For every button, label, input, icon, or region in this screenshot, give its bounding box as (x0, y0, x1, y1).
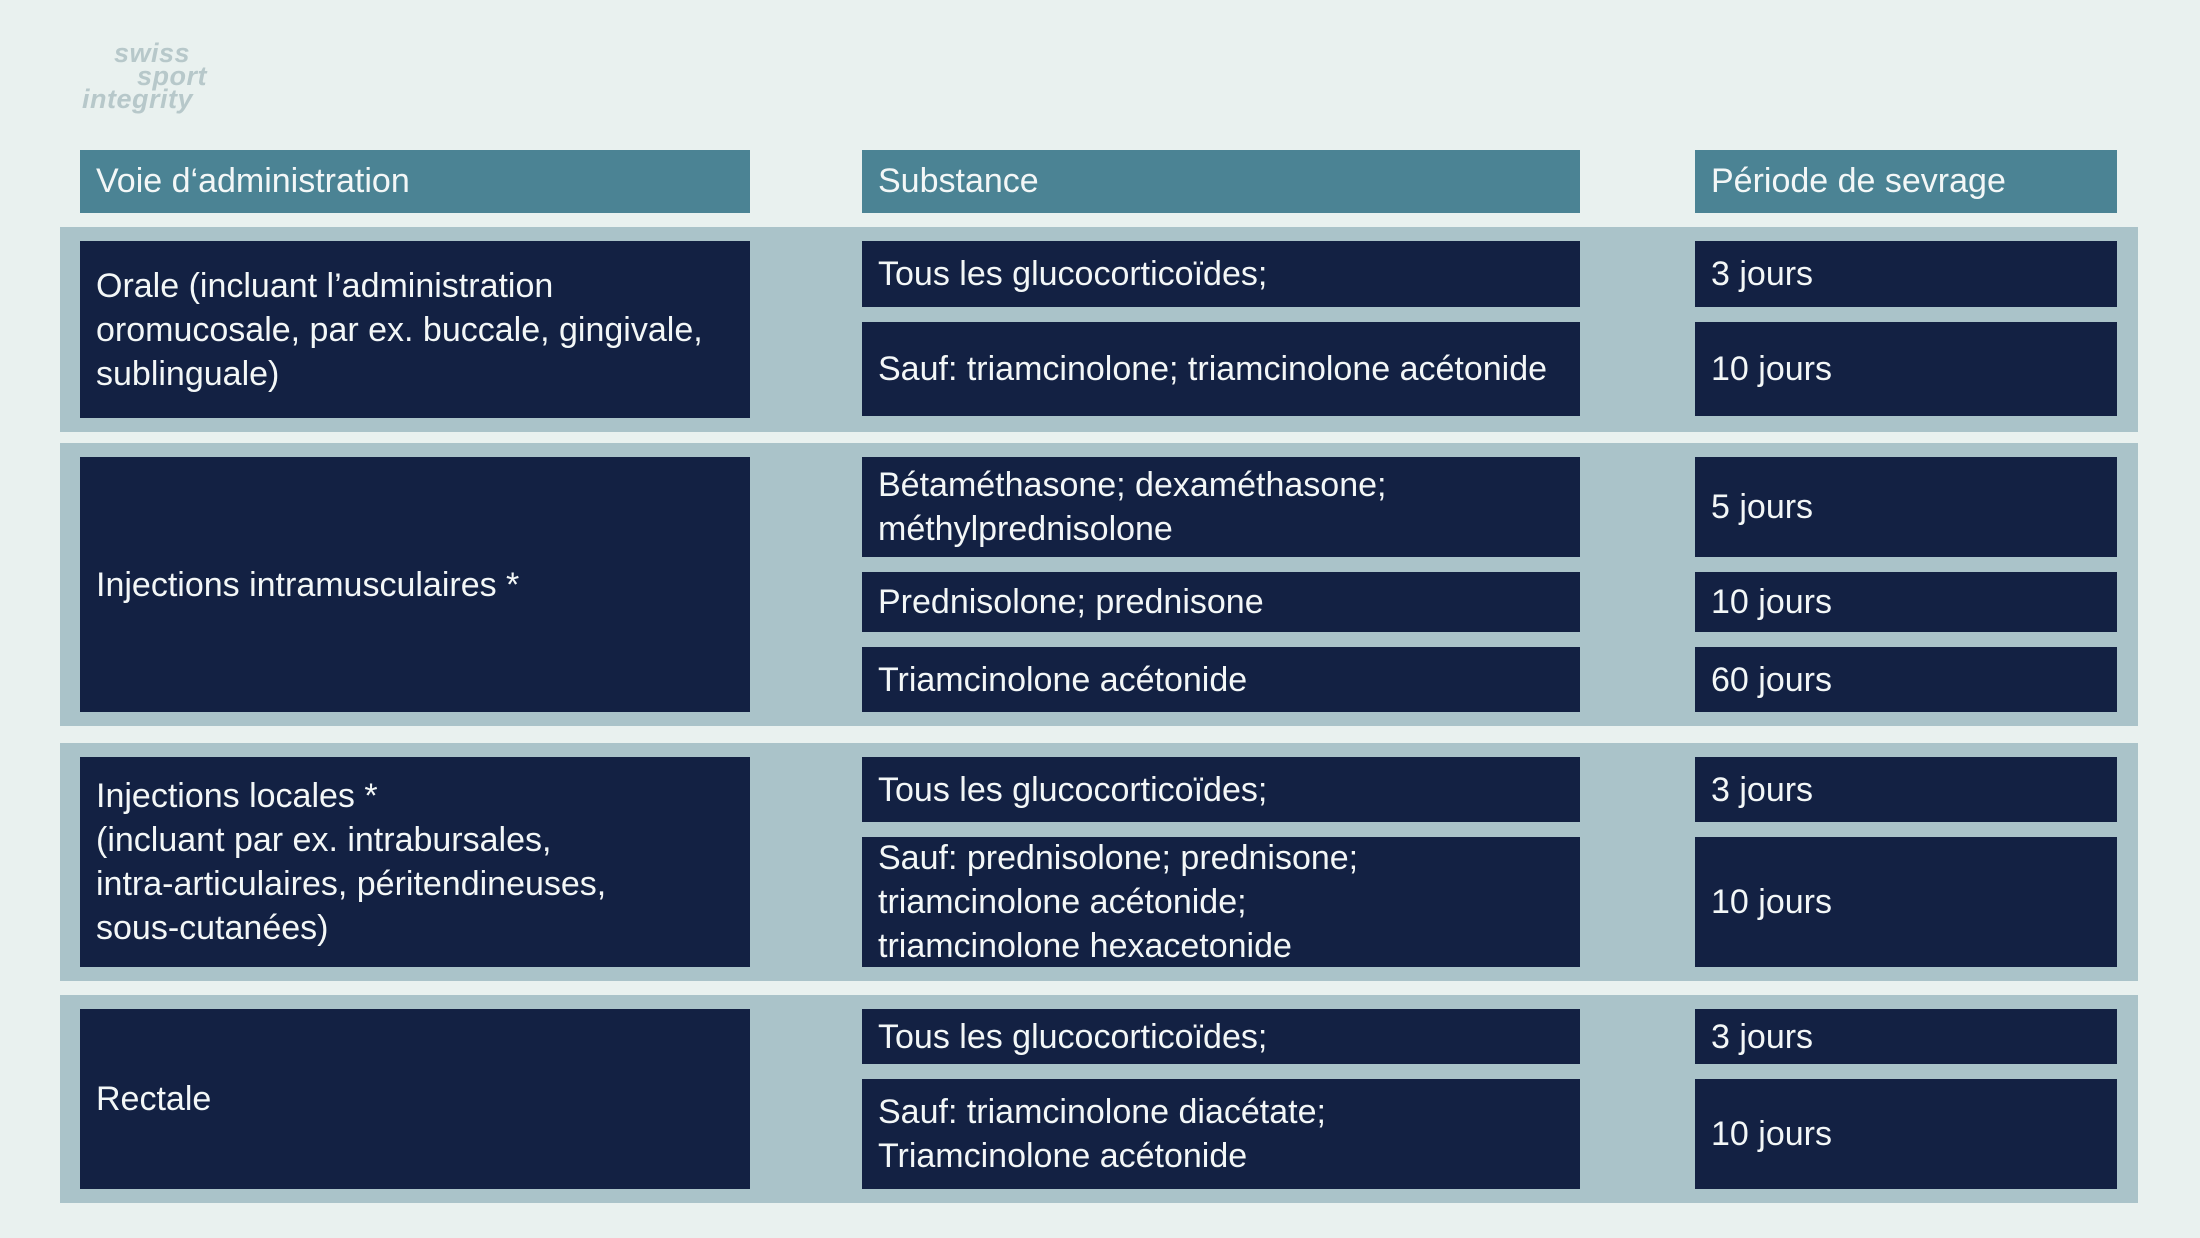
period-column: 5 jours 10 jours 60 jours (1695, 457, 2117, 712)
route-cell: Rectale (80, 1009, 750, 1189)
period-cell: 10 jours (1695, 572, 2117, 632)
substance-cell: Sauf: prednisolone; prednisone; triamcin… (862, 837, 1580, 967)
logo-line: swiss (113, 38, 190, 68)
substance-cell: Prednisolone; prednisone (862, 572, 1580, 632)
substance-column: Tous les glucocorticoïdes; Sauf: triamci… (862, 1009, 1580, 1189)
substance-cell: Tous les glucocorticoïdes; (862, 241, 1580, 307)
period-cell: 60 jours (1695, 647, 2117, 712)
period-cell: 10 jours (1695, 1079, 2117, 1189)
column-header-periode-sevrage: Période de sevrage (1695, 150, 2117, 213)
row-group-injections-locales: Injections locales * (incluant par ex. i… (60, 743, 2138, 981)
substance-column: Tous les glucocorticoïdes; Sauf: prednis… (862, 757, 1580, 967)
substance-cell: Tous les glucocorticoïdes; (862, 757, 1580, 822)
period-cell: 3 jours (1695, 241, 2117, 307)
row-group-rectale: Rectale Tous les glucocorticoïdes; Sauf:… (60, 995, 2138, 1203)
substance-cell: Sauf: triamcinolone; triamcinolone acéto… (862, 322, 1580, 416)
period-cell: 3 jours (1695, 1009, 2117, 1064)
substance-cell: Sauf: triamcinolone diacétate; Triamcino… (862, 1079, 1580, 1189)
logo-line: sport (137, 61, 207, 91)
substance-cell: Tous les glucocorticoïdes; (862, 1009, 1580, 1064)
swiss-sport-integrity-logo: swiss sport integrity (70, 38, 207, 114)
period-column: 3 jours 10 jours (1695, 241, 2117, 416)
route-cell: Injections locales * (incluant par ex. i… (80, 757, 750, 967)
period-column: 3 jours 10 jours (1695, 1009, 2117, 1189)
period-cell: 5 jours (1695, 457, 2117, 557)
period-column: 3 jours 10 jours (1695, 757, 2117, 967)
period-cell: 10 jours (1695, 837, 2117, 967)
period-cell: 10 jours (1695, 322, 2117, 416)
column-header-substance: Substance (862, 150, 1580, 213)
logo-line: integrity (81, 84, 193, 114)
period-cell: 3 jours (1695, 757, 2117, 822)
substance-column: Bétaméthasone; dexaméthasone; méthylpred… (862, 457, 1580, 712)
route-cell: Injections intramusculaires * (80, 457, 750, 712)
column-header-voie-administration: Voie d‘administration (80, 150, 750, 213)
row-group-orale: Orale (incluant l’administration oromuco… (60, 227, 2138, 432)
substance-cell: Triamcinolone acétonide (862, 647, 1580, 712)
row-group-injections-intramusculaires: Injections intramusculaires * Bétaméthas… (60, 443, 2138, 726)
substance-column: Tous les glucocorticoïdes; Sauf: triamci… (862, 241, 1580, 416)
substance-cell: Bétaméthasone; dexaméthasone; méthylpred… (862, 457, 1580, 557)
route-cell: Orale (incluant l’administration oromuco… (80, 241, 750, 418)
